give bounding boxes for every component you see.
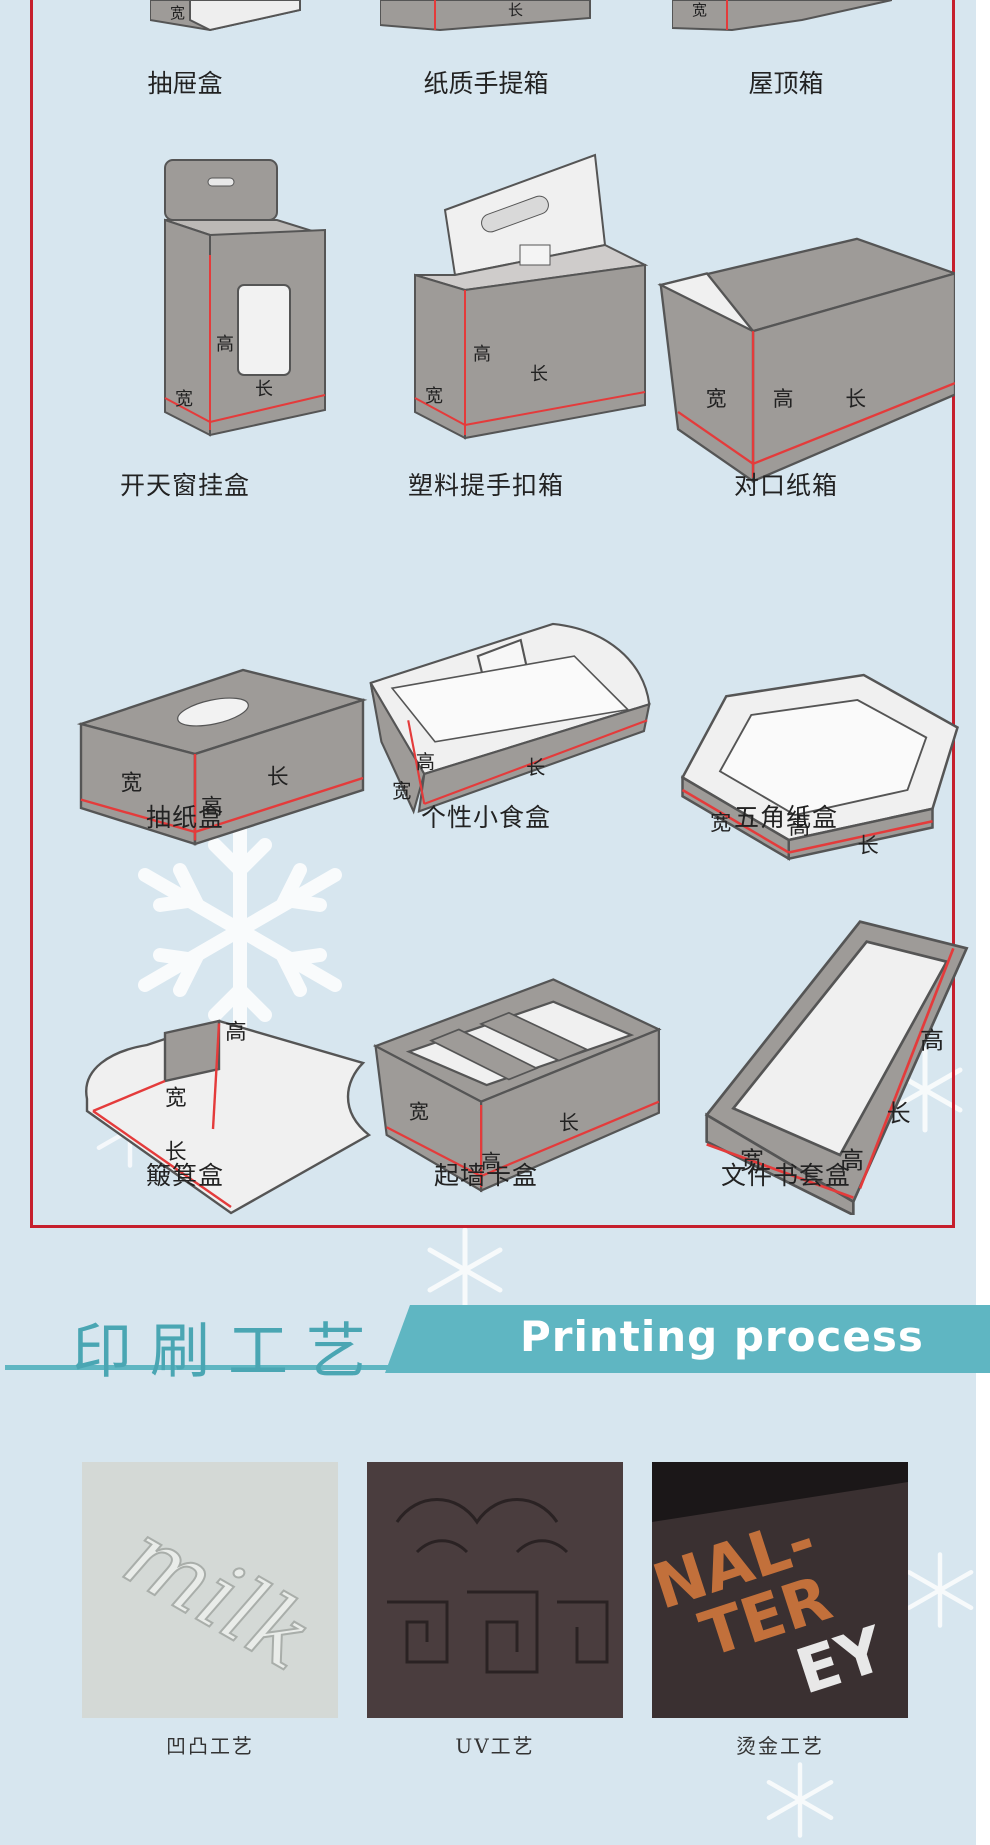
dimension-mark: 宽 <box>710 811 731 836</box>
dimension-mark: 高 <box>201 795 223 820</box>
box-drawing-plastic-handle: 高 宽 长 <box>414 153 649 440</box>
section-title-en: Printing process <box>520 1312 924 1361</box>
dimension-mark: 宽 <box>706 387 727 411</box>
box-label: 屋顶箱 <box>748 69 824 98</box>
dimension-mark: 长 <box>530 364 548 385</box>
box-label: 簸箕盒 <box>145 1161 224 1190</box>
box-label: 纸质手提箱 <box>423 69 549 98</box>
dimension-mark: 高 <box>481 1149 501 1173</box>
box-label: 五角纸盒 <box>733 803 838 832</box>
box-drawing-dustpan: 高 宽 长 <box>85 1019 372 1215</box>
dimension-mark: 长 <box>165 1140 187 1165</box>
snowflake-small-icon <box>766 1762 834 1838</box>
snowflake-small-icon <box>427 1227 503 1313</box>
process-label: 凹凸工艺 <box>166 1734 254 1758</box>
section-title-cn: 印刷工艺 <box>72 1317 384 1387</box>
box-catalog-frame <box>30 0 955 1228</box>
box-drawing-tissue: 宽 高 长 <box>76 668 368 846</box>
box-drawing-regular-slotted: 宽 高 长 <box>657 237 955 484</box>
dimension-mark: 长 <box>526 756 545 779</box>
dimension-mark: 宽 <box>409 1099 429 1123</box>
box-label: 抽屉盒 <box>147 69 223 98</box>
box-label: 起墙卡盒 <box>433 1161 538 1190</box>
box-label: 塑料提手扣箱 <box>407 471 564 500</box>
dimension-mark: 宽 <box>121 771 143 796</box>
dimension-mark: 长 <box>255 379 273 400</box>
box-label: 开天窗挂盒 <box>119 471 250 500</box>
dimension-mark: 长 <box>858 834 879 859</box>
dimension-mark: 宽 <box>392 780 411 803</box>
dimension-mark: 高 <box>840 1146 864 1174</box>
dimension-mark: 长 <box>845 387 866 411</box>
dimension-mark: 高 <box>216 334 234 355</box>
dimension-mark: 宽 <box>165 1086 187 1111</box>
box-drawing-file-sleeve: 高 长 宽 高 <box>704 920 969 1215</box>
snowflake-small-icon <box>906 1552 974 1628</box>
box-drawing-window-hang: 高 宽 长 <box>164 159 326 437</box>
right-edge-strip <box>976 0 990 1845</box>
dimension-mark: 长 <box>559 1110 579 1134</box>
box-drawing-pentagon: 宽 高 长 <box>680 673 959 861</box>
process-image-foil: NAL- TER EY <box>652 1462 908 1718</box>
process-label: UV工艺 <box>455 1734 535 1758</box>
process-image-uv <box>367 1462 623 1718</box>
process-label: 烫金工艺 <box>736 1734 824 1758</box>
section-header-band <box>5 1305 990 1373</box>
dimension-mark: 宽 <box>740 1146 764 1174</box>
box-label: 个性小食盒 <box>420 803 551 832</box>
box-drawing-tray-wall: 宽 长 高 <box>372 978 662 1193</box>
box-drawing-snack: 高 宽 长 <box>369 622 651 815</box>
dimension-mark: 高 <box>773 387 794 411</box>
dimension-mark: 宽 <box>175 389 193 410</box>
dimension-mark: 宽 <box>425 386 443 407</box>
box-label: 抽纸盒 <box>145 803 224 832</box>
box-label: 对口纸箱 <box>733 471 838 500</box>
dimension-mark: 长 <box>887 1100 911 1128</box>
dimension-mark: 高 <box>225 1020 247 1045</box>
dimension-mark: 高 <box>920 1026 944 1054</box>
process-image-emboss: milk <box>82 1462 338 1718</box>
dimension-mark: 高 <box>416 751 435 774</box>
dimension-mark: 长 <box>267 765 289 790</box>
box-label: 文件书套盒 <box>720 1161 851 1190</box>
dimension-mark: 高 <box>473 344 491 365</box>
dimension-mark: 高 <box>789 815 810 840</box>
